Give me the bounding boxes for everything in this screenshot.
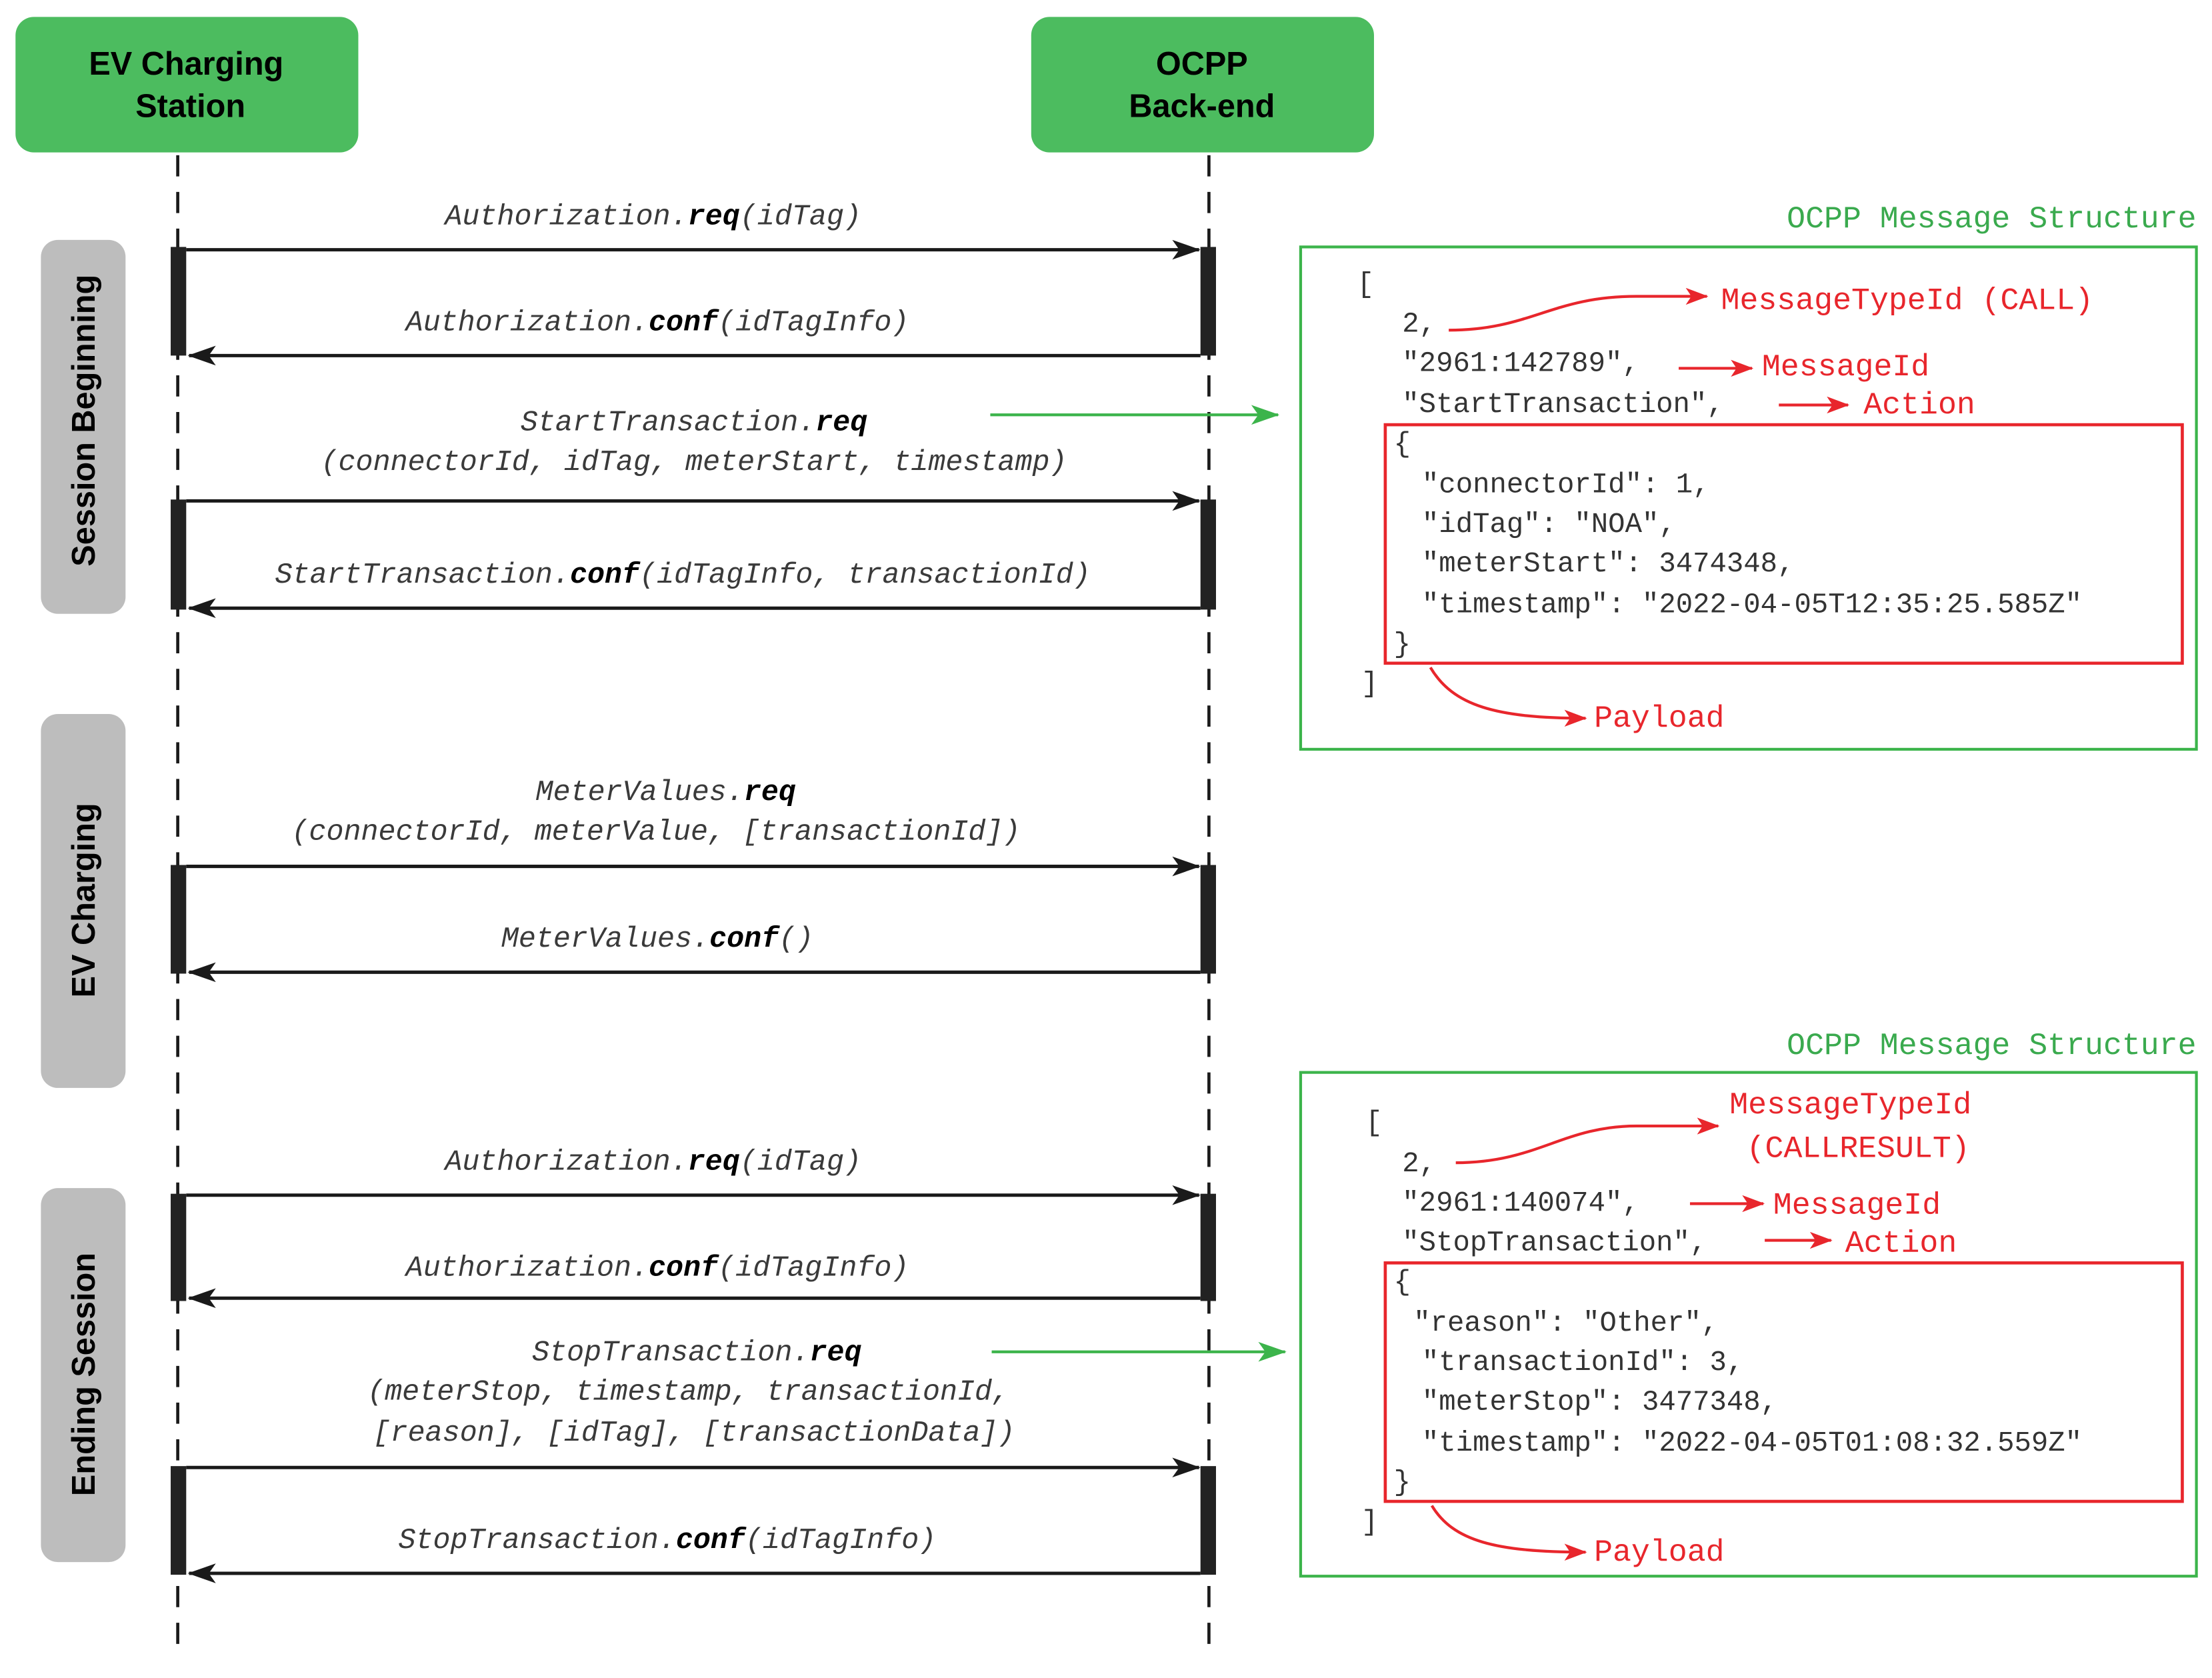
code-line: ] bbox=[1361, 1506, 1378, 1538]
payload-box-1 bbox=[1383, 423, 2184, 665]
phase-label-ending-session: Ending Session bbox=[66, 1253, 102, 1496]
code-line: "2961:142789", bbox=[1402, 348, 1639, 380]
annotation-action-2: Action bbox=[1845, 1225, 1957, 1261]
code-line: "transactionId": 3, bbox=[1422, 1347, 1743, 1379]
label-authorization-req-2: Authorization.req(idTag) bbox=[443, 1147, 861, 1179]
payload-box-2 bbox=[1383, 1261, 2184, 1503]
annotation-payload-1: Payload bbox=[1594, 701, 1725, 736]
activation-station-5 bbox=[171, 1466, 187, 1575]
code-line: "2961:140074", bbox=[1402, 1187, 1639, 1219]
annotation-payload-2: Payload bbox=[1594, 1535, 1725, 1570]
code-line: } bbox=[1394, 629, 1411, 661]
activation-backend-1 bbox=[1200, 247, 1216, 356]
annotation-type-id-2-detail: (CALLRESULT) bbox=[1747, 1131, 1970, 1167]
actor-station-line-1: EV Charging bbox=[89, 46, 283, 82]
label-meter-values-req-args: (connectorId, meterValue, [transactionId… bbox=[291, 816, 1020, 849]
phase-label-session-beginning: Session Beginning bbox=[66, 275, 102, 567]
label-stop-transaction-req: StopTransaction.req bbox=[532, 1337, 862, 1369]
code-line: "reason": "Other", bbox=[1413, 1307, 1718, 1339]
code-line: 2, bbox=[1402, 308, 1436, 340]
code-line: "meterStart": 3474348, bbox=[1422, 548, 1795, 580]
actor-box-backend bbox=[1031, 17, 1374, 153]
code-line: { bbox=[1394, 428, 1411, 460]
label-start-transaction-conf: StartTransaction.conf(idTagInfo, transac… bbox=[275, 559, 1091, 592]
code-line: "StartTransaction", bbox=[1402, 389, 1723, 421]
code-line: ] bbox=[1361, 668, 1378, 700]
actor-box-station bbox=[15, 17, 359, 153]
structure-box-1 bbox=[1299, 245, 2198, 751]
code-line: "connectorId": 1, bbox=[1422, 469, 1710, 501]
label-meter-values-req: MeterValues.req bbox=[536, 777, 796, 809]
activation-station-1 bbox=[171, 247, 187, 356]
code-line: } bbox=[1394, 1467, 1411, 1499]
annotation-arrow-payload-1 bbox=[1429, 667, 1587, 727]
label-start-transaction-req: StartTransaction.req bbox=[521, 407, 868, 440]
label-stop-transaction-req-args-2: [reason], [idTag], [transactionData]) bbox=[373, 1417, 1015, 1450]
phase-bar-ev-charging bbox=[41, 713, 126, 1088]
annotation-arrow-payload-2 bbox=[1430, 1505, 1587, 1561]
annotation-arrow-type-id-2 bbox=[1455, 1117, 1720, 1165]
label-authorization-req-1: Authorization.req(idTag) bbox=[443, 201, 861, 234]
activation-backend-2 bbox=[1200, 499, 1216, 610]
annotation-message-id-2: MessageId bbox=[1773, 1187, 1941, 1223]
actor-backend-line-2: Back-end bbox=[1129, 89, 1275, 125]
label-stop-transaction-conf: StopTransaction.conf(idTagInfo) bbox=[398, 1525, 936, 1557]
annotation-type-id-2: MessageTypeId bbox=[1729, 1087, 1971, 1123]
activation-backend-4 bbox=[1200, 1193, 1216, 1301]
activation-backend-5 bbox=[1200, 1466, 1216, 1575]
actor-backend-line-1: OCPP bbox=[1156, 46, 1248, 82]
label-meter-values-conf: MeterValues.conf() bbox=[501, 923, 813, 956]
structure-title-2: OCPP Message Structure bbox=[1787, 1028, 2196, 1063]
code-line: [ bbox=[1357, 269, 1374, 301]
actor-station-line-2: Station bbox=[135, 89, 245, 125]
activation-backend-3 bbox=[1200, 865, 1216, 974]
label-start-transaction-req-args: (connectorId, idTag, meterStart, timesta… bbox=[321, 447, 1067, 479]
code-line: "StopTransaction", bbox=[1402, 1227, 1707, 1259]
code-line: "timestamp": "2022-04-05T01:08:32.559Z" bbox=[1422, 1427, 2082, 1459]
code-line: 2, bbox=[1402, 1148, 1436, 1180]
annotation-action-1: Action bbox=[1863, 387, 1975, 423]
label-authorization-conf-1: Authorization.conf(idTagInfo) bbox=[404, 307, 909, 339]
annotation-arrow-type-id-1 bbox=[1449, 287, 1709, 332]
phase-bar-ending-session bbox=[41, 1188, 126, 1563]
code-line: "meterStop": 3477348, bbox=[1422, 1386, 1777, 1418]
code-line: "timestamp": "2022-04-05T12:35:25.585Z" bbox=[1422, 589, 2082, 621]
phase-label-ev-charging: EV Charging bbox=[66, 803, 102, 997]
annotation-type-id-1: MessageTypeId (CALL) bbox=[1721, 283, 2094, 319]
activation-station-2 bbox=[171, 499, 187, 610]
label-stop-transaction-req-args-1: (meterStop, timestamp, transactionId, bbox=[367, 1377, 1009, 1409]
structure-box-2 bbox=[1299, 1071, 2198, 1578]
code-line: "idTag": "NOA", bbox=[1422, 509, 1676, 541]
code-line: { bbox=[1394, 1267, 1411, 1299]
activation-station-4 bbox=[171, 1193, 187, 1301]
phase-bar-session-beginning bbox=[41, 239, 126, 614]
structure-title-1: OCPP Message Structure bbox=[1787, 201, 2196, 237]
code-line: [ bbox=[1365, 1107, 1382, 1139]
label-authorization-conf-2: Authorization.conf(idTagInfo) bbox=[404, 1252, 909, 1285]
activation-station-3 bbox=[171, 865, 187, 974]
annotation-message-id-1: MessageId bbox=[1762, 349, 1929, 385]
